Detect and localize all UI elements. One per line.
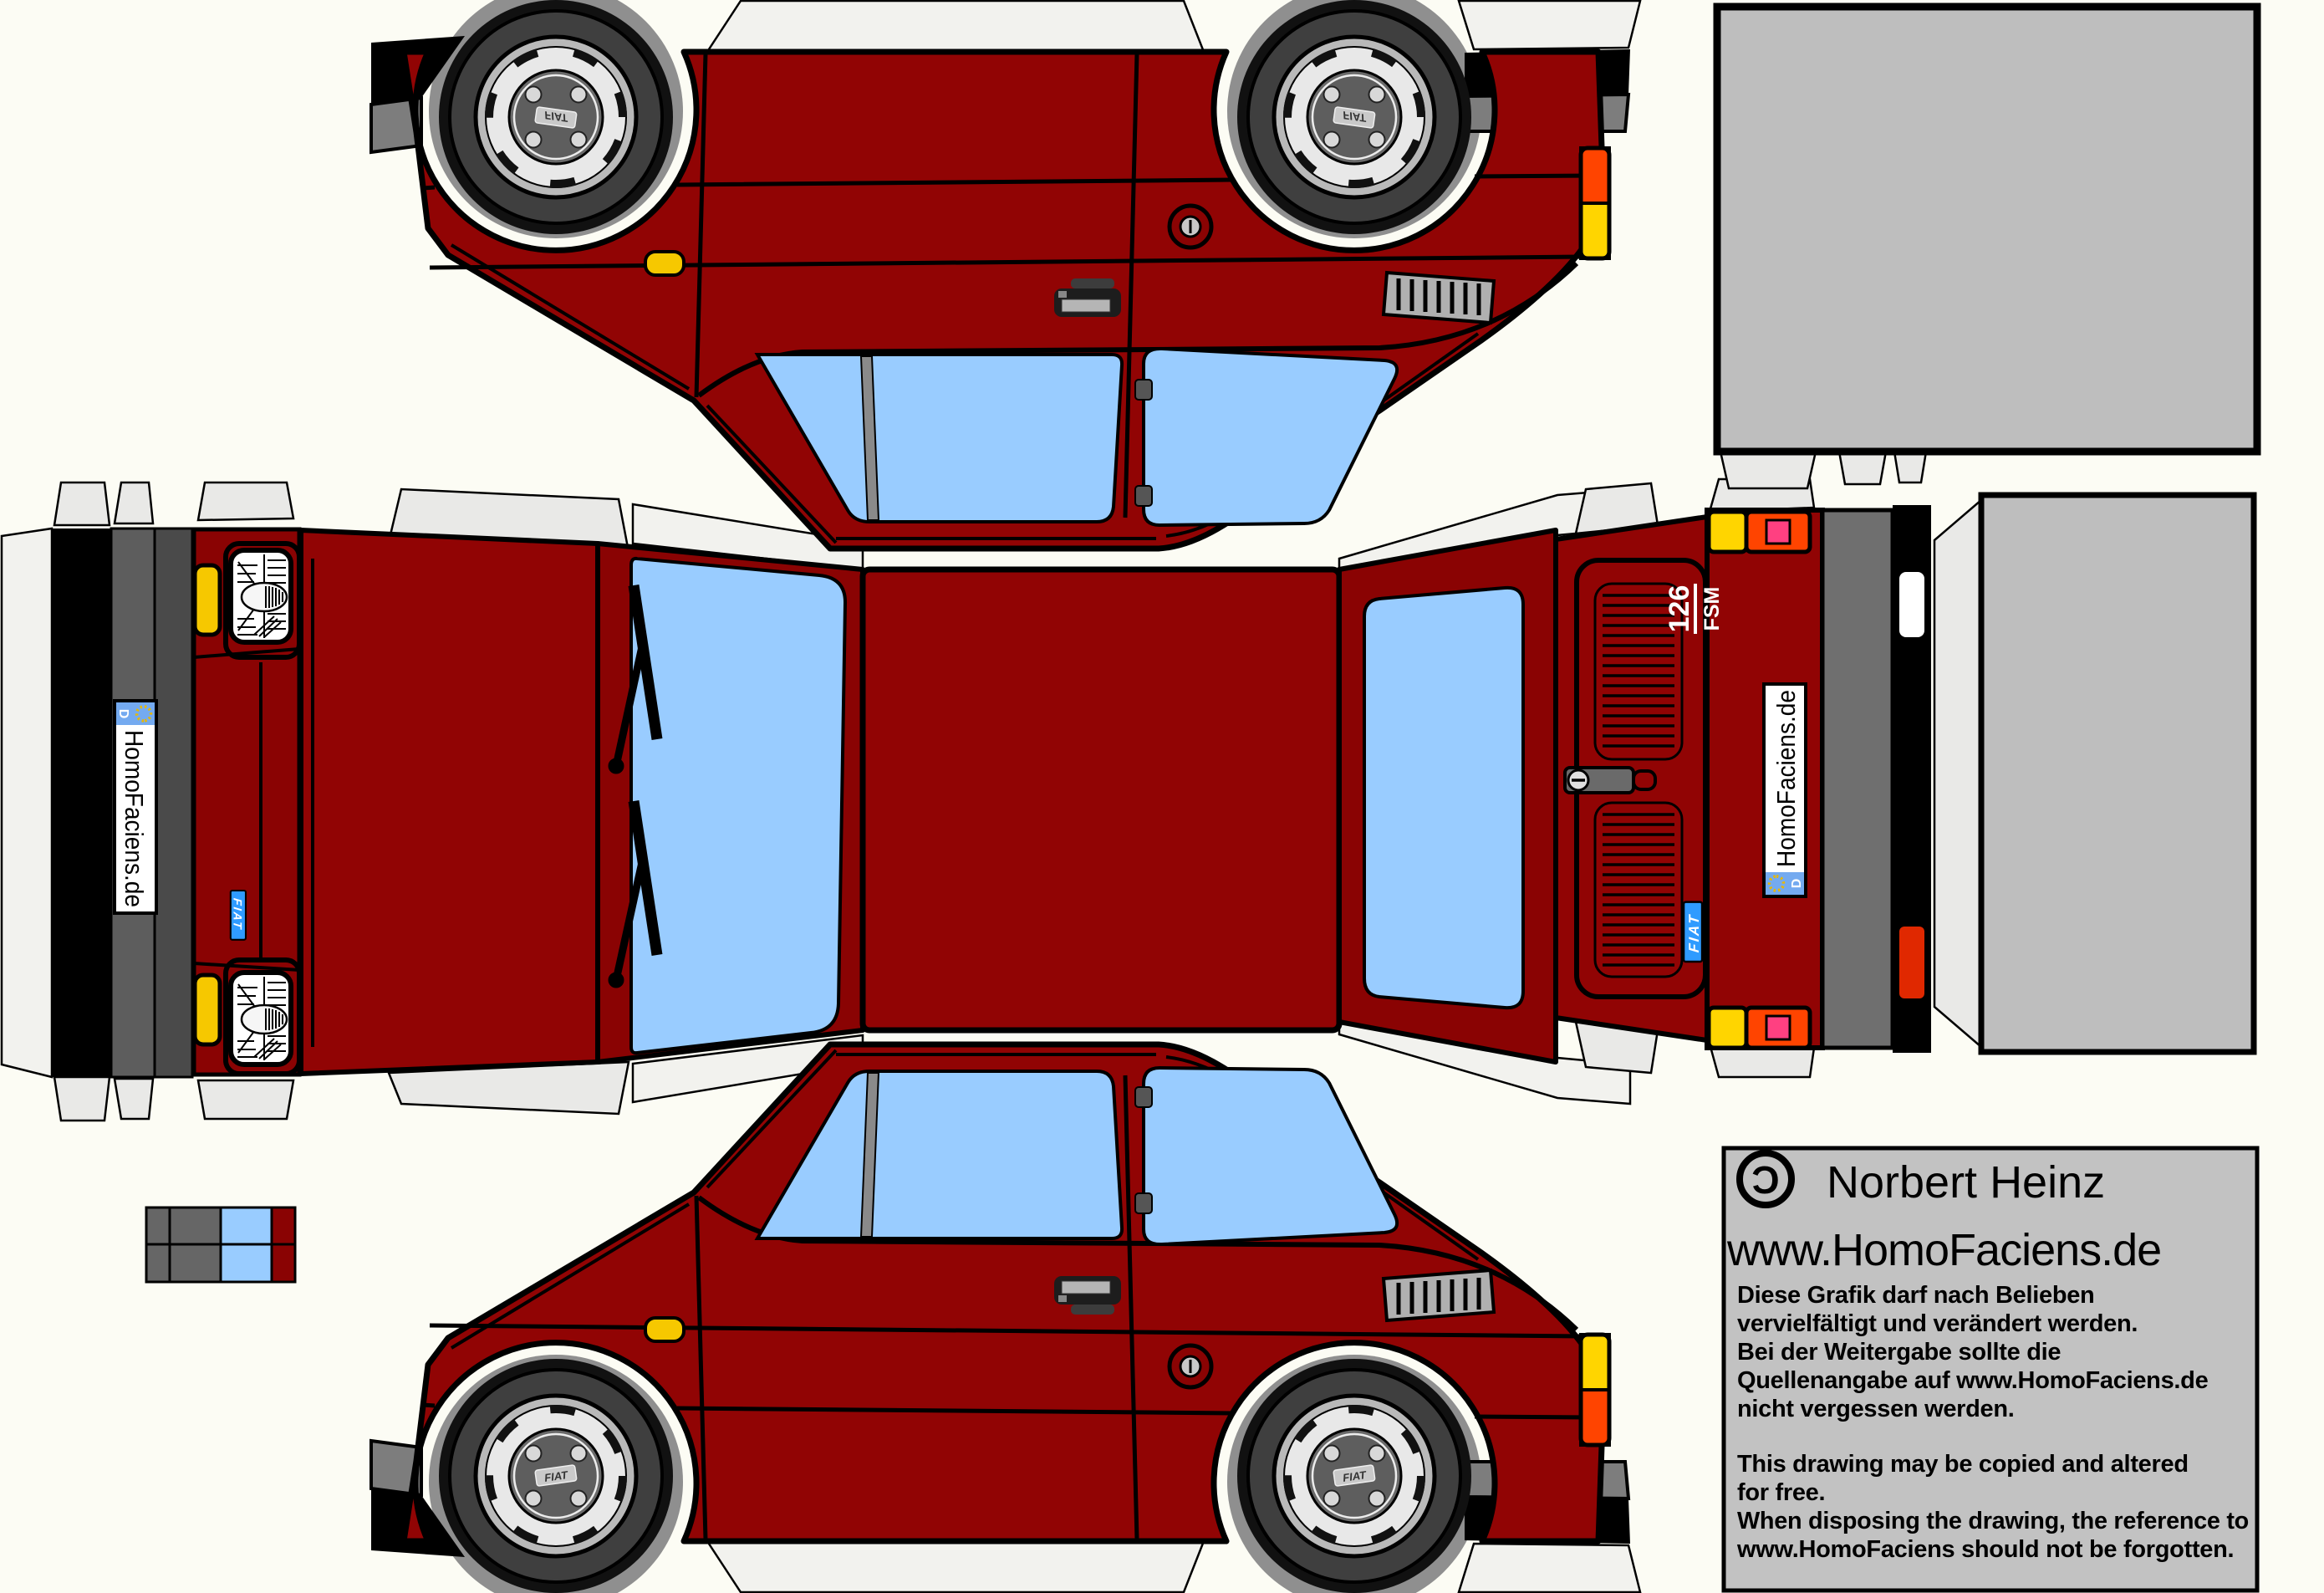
info-box: Ɔ Norbert Heinz www.HomoFaciens.de Diese… bbox=[1721, 1146, 2260, 1593]
engine-vent-grille-upper bbox=[1593, 582, 1684, 761]
side-taillight bbox=[1578, 1332, 1612, 1447]
sill-flap bbox=[705, 1539, 1205, 1593]
author-name: Norbert Heinz bbox=[1827, 1157, 2105, 1208]
side-view-car bbox=[369, 1041, 1642, 1593]
vent-window-divider bbox=[859, 1072, 880, 1238]
license-en-line: When disposing the drawing, the referenc… bbox=[1737, 1508, 2249, 1534]
floor-panel-middle bbox=[1978, 492, 2257, 1055]
reverse-light bbox=[1899, 572, 1924, 637]
floor-panel-top bbox=[1713, 3, 2261, 456]
door-window-glass bbox=[754, 1070, 1124, 1240]
front-valance-strip bbox=[153, 527, 194, 1079]
rear-window-piece bbox=[1337, 528, 1558, 1065]
front-bumper-strip-black bbox=[53, 528, 111, 1077]
front-indicator-left bbox=[192, 563, 222, 637]
taillight-left bbox=[1709, 512, 1810, 552]
roof-panel bbox=[859, 566, 1343, 1034]
engine-vent-grille-lower bbox=[1593, 801, 1684, 978]
door-handle-icon bbox=[1054, 1276, 1121, 1315]
quarter-window-hinge-icon bbox=[1134, 1192, 1153, 1214]
license-en-line: This drawing may be copied and altered bbox=[1737, 1451, 2189, 1478]
engine-lid-handle bbox=[1563, 766, 1657, 794]
rear-fog-light bbox=[1899, 927, 1924, 998]
license-de-line: nicht vergessen werden. bbox=[1737, 1396, 2015, 1422]
rear-view-piece: 126 FSM bbox=[1553, 505, 1931, 1053]
engine-intake-grille bbox=[1381, 1268, 1496, 1323]
front-bumper bbox=[369, 1438, 423, 1498]
hood-panel bbox=[298, 528, 600, 1076]
side-indicator bbox=[644, 1316, 685, 1343]
license-de-line: Diese Grafik darf nach Belieben bbox=[1737, 1282, 2094, 1309]
windshield-glass bbox=[629, 556, 848, 1055]
front-indicator-right bbox=[192, 973, 222, 1047]
front-view-piece bbox=[0, 527, 302, 1079]
license-de-line: vervielfältigt und verändert werden. bbox=[1737, 1310, 2138, 1337]
taillight-right bbox=[1709, 1008, 1810, 1048]
model-suffix: FSM bbox=[1700, 587, 1724, 631]
windshield-piece bbox=[595, 541, 865, 1065]
wiper-icon bbox=[608, 585, 663, 988]
interior-colors-piece bbox=[145, 1206, 297, 1284]
glue-tabs bbox=[53, 450, 1983, 1122]
rear-license-plate bbox=[1762, 682, 1807, 898]
model-number: 126 bbox=[1664, 585, 1695, 633]
front-roof-edge-strip bbox=[0, 527, 54, 1079]
fascia-panel-lines bbox=[193, 647, 300, 972]
license-de-line: Quellenangabe auf www.HomoFaciens.de bbox=[1737, 1367, 2209, 1394]
rear-wheel bbox=[1237, 1359, 1471, 1593]
quarter-window-glass bbox=[1142, 1065, 1399, 1247]
license-en-line: for free. bbox=[1737, 1479, 1825, 1506]
copyleft-icon: Ɔ bbox=[1736, 1150, 1795, 1208]
license-en-line: www.HomoFaciens should not be forgotten. bbox=[1736, 1536, 2234, 1563]
author-url: www.HomoFaciens.de bbox=[1726, 1225, 2161, 1275]
front-wheel bbox=[439, 1359, 673, 1593]
rear-window-glass bbox=[1363, 585, 1525, 1010]
fuel-cap-icon bbox=[1167, 1343, 1214, 1390]
rear-fiat-badge bbox=[1682, 901, 1704, 963]
quarter-window-hinge-icon bbox=[1134, 1086, 1153, 1108]
rear-flap bbox=[1457, 1542, 1642, 1593]
front-fiat-badge bbox=[229, 889, 247, 941]
copyleft-glyph: Ɔ bbox=[1751, 1158, 1779, 1202]
front-license-plate bbox=[113, 699, 158, 915]
model-badge: 126 FSM bbox=[1664, 584, 1724, 634]
rear-bumper-strip-gray bbox=[1820, 508, 1895, 1050]
license-de-line: Bei der Weitergabe sollte die bbox=[1737, 1339, 2061, 1366]
